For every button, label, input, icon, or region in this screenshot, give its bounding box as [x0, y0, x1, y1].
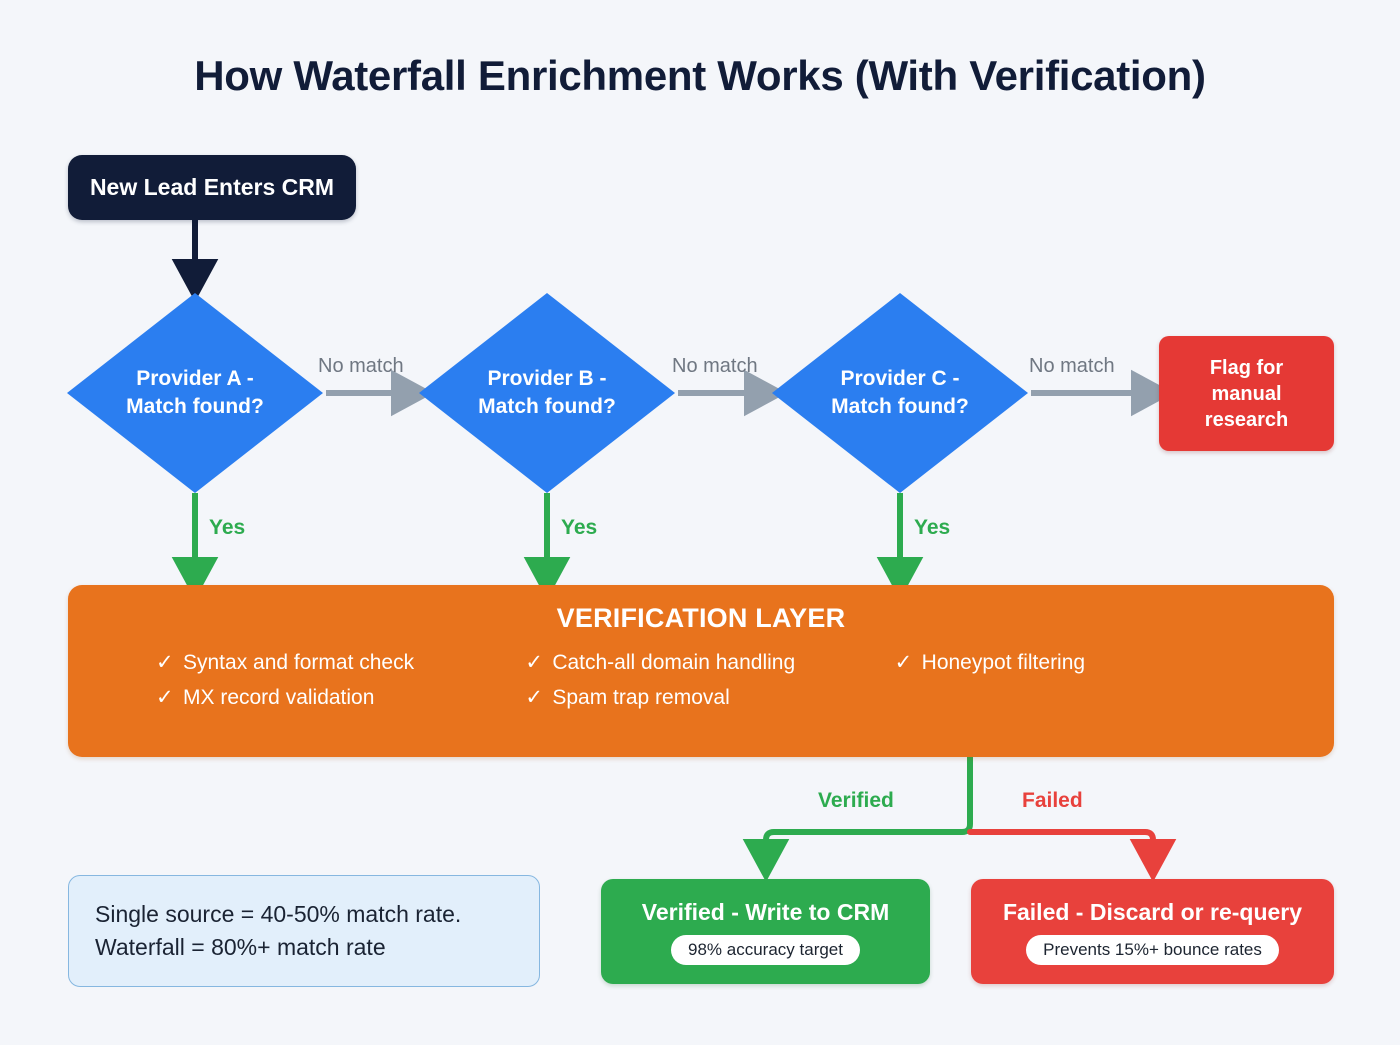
decision-line-1: Provider B -	[487, 366, 607, 390]
verification-column-1: ✓ Syntax and format check ✓ MX record va…	[156, 650, 525, 720]
flag-line-3: research	[1204, 408, 1289, 431]
decision-provider-b[interactable]: Provider B - Match found?	[419, 293, 675, 493]
verification-layer[interactable]: VERIFICATION LAYER ✓ Syntax and format c…	[68, 585, 1334, 757]
verification-column-2: ✓ Catch-all domain handling ✓ Spam trap …	[525, 650, 894, 720]
outcome-failed-node[interactable]: Failed - Discard or re-query Prevents 15…	[971, 879, 1334, 984]
note-line-2: Waterfall = 80%+ match rate	[95, 934, 386, 960]
decision-line-1: Provider C -	[840, 366, 960, 390]
start-node-label: New Lead Enters CRM	[89, 174, 335, 200]
edge-label-yes-c: Yes	[914, 516, 951, 539]
edge-label-no-match-c: No match	[1029, 355, 1115, 377]
outcome-verified-node[interactable]: Verified - Write to CRM 98% accuracy tar…	[601, 879, 930, 984]
outcome-verified-pill: 98% accuracy target	[671, 934, 860, 965]
verification-layer-title: VERIFICATION LAYER	[556, 603, 846, 633]
verification-item-label: Syntax and format check	[183, 651, 415, 674]
check-icon: ✓	[525, 686, 543, 709]
decision-provider-a[interactable]: Provider A - Match found?	[67, 293, 323, 493]
outcome-verified-title: Verified - Write to CRM	[641, 898, 890, 925]
match-rate-note: Single source = 40-50% match rate. Water…	[68, 875, 540, 987]
edge-label-failed: Failed	[1022, 789, 1083, 812]
edge-label-no-match-a: No match	[318, 355, 404, 377]
outcome-failed-title: Failed - Discard or re-query	[1002, 898, 1303, 925]
note-line-1: Single source = 40-50% match rate.	[95, 901, 462, 928]
check-icon: ✓	[525, 651, 543, 674]
verification-item: ✓ Honeypot filtering	[895, 650, 1264, 675]
decision-provider-c[interactable]: Provider C - Match found?	[772, 293, 1028, 493]
verification-item: ✓ Catch-all domain handling	[525, 650, 894, 675]
check-icon: ✓	[156, 686, 174, 709]
flag-line-1: Flag for	[1209, 356, 1284, 379]
decision-provider-b-label: Provider B - Match found?	[419, 293, 675, 493]
verification-item-label: Spam trap removal	[552, 686, 730, 709]
flag-manual-research-node[interactable]: Flag for manual research	[1159, 336, 1334, 451]
edge-failed-branch	[967, 829, 1177, 882]
edge-label-no-match-b: No match	[672, 355, 758, 377]
outcome-failed-pill: Prevents 15%+ bounce rates	[1026, 934, 1279, 965]
verification-item-label: Catch-all domain handling	[552, 651, 796, 674]
verification-item: ✓ Spam trap removal	[525, 685, 894, 710]
decision-line-2: Match found?	[831, 395, 969, 418]
flag-line-2: manual	[1211, 382, 1282, 405]
decision-provider-c-label: Provider C - Match found?	[772, 293, 1028, 493]
verification-item-label: Honeypot filtering	[921, 651, 1086, 674]
decision-line-2: Match found?	[478, 395, 616, 418]
page-title: How Waterfall Enrichment Works (With Ver…	[194, 52, 1206, 99]
check-icon: ✓	[894, 651, 913, 674]
edge-label-verified: Verified	[818, 789, 894, 812]
edge-label-yes-b: Yes	[561, 516, 598, 539]
verification-item: ✓ Syntax and format check	[156, 650, 525, 675]
decision-provider-a-label: Provider A - Match found?	[67, 293, 323, 493]
decision-line-1: Provider A -	[136, 366, 254, 390]
decision-line-2: Match found?	[126, 395, 264, 418]
check-icon: ✓	[156, 651, 174, 674]
verification-item-label: MX record validation	[183, 686, 375, 709]
verification-item: ✓ MX record validation	[156, 685, 525, 710]
start-node[interactable]: New Lead Enters CRM	[68, 155, 356, 220]
verification-column-3: ✓ Honeypot filtering	[895, 650, 1264, 720]
verification-check-columns: ✓ Syntax and format check ✓ MX record va…	[68, 650, 1334, 720]
edge-label-yes-a: Yes	[209, 516, 246, 539]
